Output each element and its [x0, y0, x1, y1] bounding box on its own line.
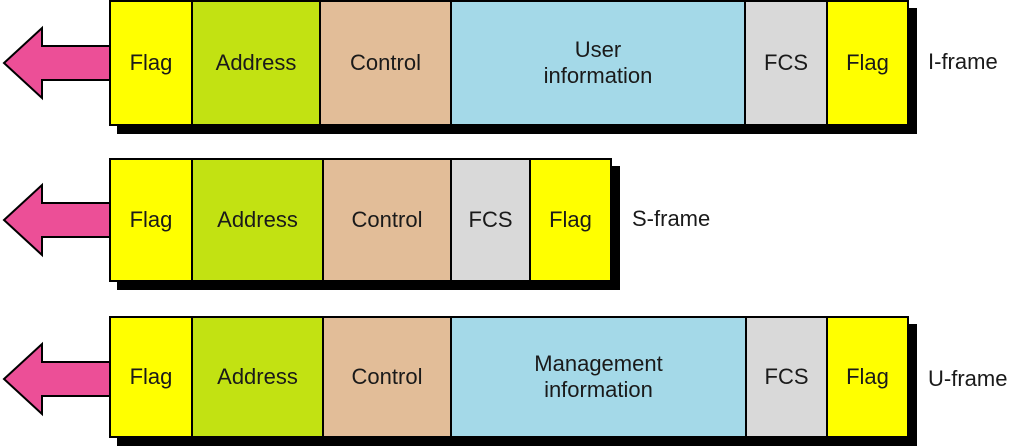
s-frame-control: Control	[324, 160, 452, 280]
u-frame-arrow-shape	[2, 341, 111, 417]
u-frame-arrow-icon	[2, 341, 111, 417]
i-frame-arrow-icon	[2, 25, 111, 101]
i-frame-fcs: FCS	[746, 2, 828, 124]
u-frame-address: Address	[193, 318, 324, 436]
u-frame-flag-end: Flag	[828, 318, 907, 436]
i-frame-flag-start: Flag	[111, 2, 193, 124]
i-frame: Flag Address Control User information FC…	[109, 0, 909, 126]
s-frame-row: Flag Address Control FCS Flag S-frame	[0, 158, 1019, 298]
i-frame-label: I-frame	[928, 49, 998, 74]
i-frame-user-information: User information	[452, 2, 746, 124]
s-frame: Flag Address Control FCS Flag	[109, 158, 612, 282]
u-frame-management-information: Management information	[452, 318, 747, 436]
u-frame-label: U-frame	[928, 366, 1008, 391]
s-frame-address: Address	[193, 160, 324, 280]
s-frame-arrow-icon	[2, 182, 111, 258]
s-frame-fcs: FCS	[452, 160, 531, 280]
s-frame-arrow-shape	[2, 182, 111, 258]
u-frame-row: Flag Address Control Management informat…	[0, 316, 1019, 446]
s-frame-flag-start: Flag	[111, 160, 193, 280]
u-frame: Flag Address Control Management informat…	[109, 316, 909, 438]
s-frame-label: S-frame	[632, 206, 711, 231]
i-frame-address: Address	[193, 2, 321, 124]
i-frame-control: Control	[321, 2, 452, 124]
i-frame-row: Flag Address Control User information FC…	[0, 0, 1019, 130]
s-frame-flag-end: Flag	[531, 160, 610, 280]
u-frame-control: Control	[324, 318, 452, 436]
u-frame-flag-start: Flag	[111, 318, 193, 436]
i-frame-arrow-shape	[2, 25, 111, 101]
i-frame-flag-end: Flag	[828, 2, 907, 124]
u-frame-fcs: FCS	[747, 318, 828, 436]
